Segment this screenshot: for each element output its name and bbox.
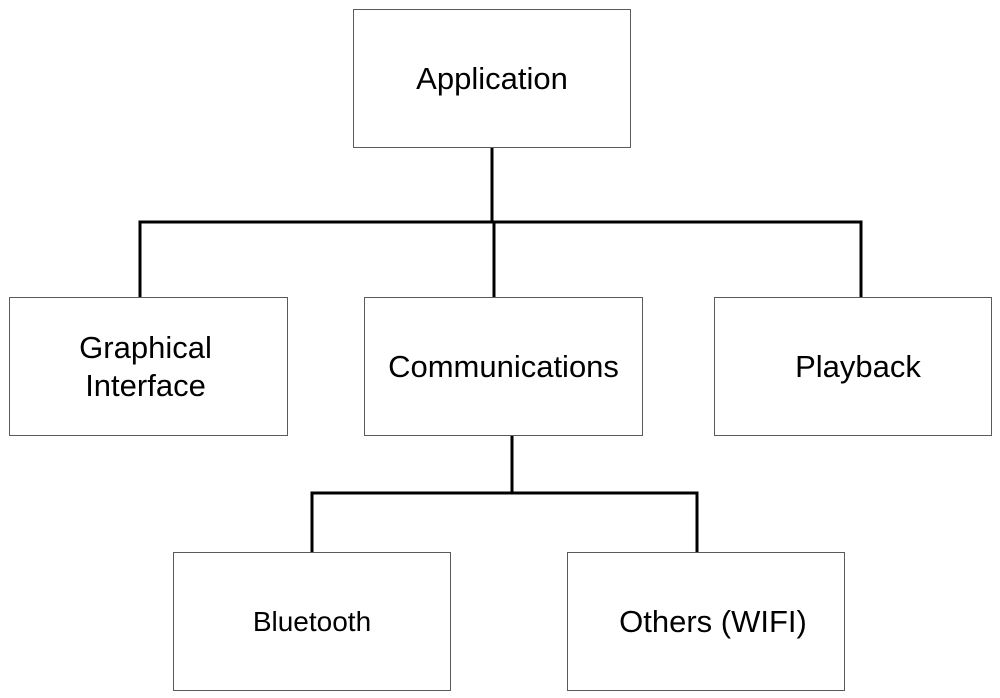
node-others-wifi: Others (WIFI) xyxy=(567,552,845,691)
node-graphical-interface: Graphical Interface xyxy=(9,297,288,436)
node-communications-label: Communications xyxy=(388,348,619,384)
node-application: Application xyxy=(353,9,631,148)
node-playback: Playback xyxy=(714,297,992,436)
node-bluetooth-label: Bluetooth xyxy=(252,605,372,637)
node-playback-label: Playback xyxy=(795,348,921,384)
node-graphical-interface-label: Graphical Interface xyxy=(79,330,212,403)
node-communications: Communications xyxy=(364,297,643,436)
node-bluetooth: Bluetooth xyxy=(173,552,451,691)
node-application-label: Application xyxy=(416,60,568,96)
node-others-wifi-label: Others (WIFI) xyxy=(619,603,807,639)
